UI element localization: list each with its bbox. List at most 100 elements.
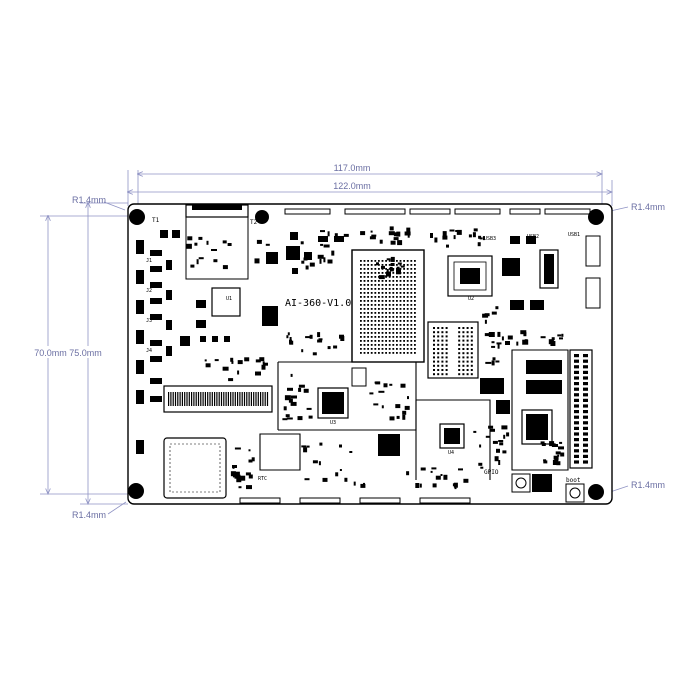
pcb-pad xyxy=(379,239,383,244)
pcb-pad xyxy=(360,308,362,310)
pcb-pad xyxy=(186,392,188,406)
pcb-pad xyxy=(470,369,473,371)
pcb-pad xyxy=(466,331,469,334)
pcb-pad xyxy=(374,328,377,330)
pcb-pad xyxy=(388,260,391,262)
pcb-pad xyxy=(396,284,398,286)
pcb-pad xyxy=(406,292,409,294)
pcb-pad xyxy=(583,382,588,386)
pcb-pad xyxy=(392,320,395,322)
dim-radius-top-left: R1.4mm xyxy=(72,195,106,205)
pcb-pad xyxy=(406,268,409,270)
soc-bga-grid xyxy=(360,260,416,354)
pcb-pad xyxy=(478,462,483,466)
pcb-pad xyxy=(574,382,579,386)
pcb-pad xyxy=(445,373,448,376)
pcb-pad xyxy=(414,304,416,306)
pcb-pad xyxy=(403,320,405,322)
pcb-pad xyxy=(399,260,402,262)
pcb-pad xyxy=(406,308,409,310)
pcb-pad xyxy=(458,331,461,334)
pcb-pad xyxy=(559,441,563,444)
pcb-pad xyxy=(396,340,398,342)
pcb-pad xyxy=(388,231,395,236)
pcb-pad xyxy=(367,320,369,322)
pcb-pad xyxy=(381,280,384,282)
pcb-pad xyxy=(437,331,440,334)
pcb-pad xyxy=(441,343,444,346)
pcb-pad xyxy=(400,383,406,388)
pcb-pad xyxy=(196,259,199,265)
pcb-pad xyxy=(392,340,395,342)
pcb-pad xyxy=(312,352,317,356)
pcb-pad xyxy=(392,336,395,338)
pcb-pad xyxy=(344,477,348,482)
pcb-pad xyxy=(381,284,384,286)
pcb-pad xyxy=(406,312,409,314)
pcb-pad xyxy=(441,327,444,329)
pcb-pad xyxy=(374,352,377,354)
pcb-pad xyxy=(388,292,391,294)
label-rtc: RTC xyxy=(258,476,267,482)
pcb-pad xyxy=(392,348,395,350)
pcb-pad xyxy=(322,477,328,482)
pcb-pad xyxy=(378,272,380,274)
pcb-pad xyxy=(414,296,416,298)
pcb-pad xyxy=(458,352,461,355)
pcb-pad xyxy=(479,444,482,448)
pcb-pad xyxy=(370,332,373,334)
pcb-pad xyxy=(367,324,369,326)
pcb-pad xyxy=(360,304,362,306)
pcb-pad xyxy=(397,240,403,246)
pcb-pad xyxy=(381,300,384,302)
pcb-pad xyxy=(370,268,373,270)
pcb-pad xyxy=(399,284,402,286)
pcb-pad xyxy=(406,348,409,350)
pcb-pad xyxy=(406,284,409,286)
pcb-pad xyxy=(298,387,302,392)
pcb-pad xyxy=(370,276,373,278)
pcb-pad xyxy=(392,300,395,302)
mounting-holes xyxy=(128,209,604,500)
pcb-pad xyxy=(492,440,498,444)
pcb-pad xyxy=(445,348,448,350)
pcb-pad xyxy=(369,236,376,240)
mid-left-chips xyxy=(180,232,344,346)
pcb-pad xyxy=(234,474,241,479)
pcb-pad xyxy=(381,348,384,350)
pcb-pad xyxy=(433,364,435,367)
pcb-pad xyxy=(414,320,416,322)
pcb-pad xyxy=(255,359,261,363)
pcb-pad xyxy=(396,266,400,272)
pcb-pad xyxy=(399,348,402,350)
pcb-pad xyxy=(445,339,448,342)
mount-hole-top-mid xyxy=(255,210,269,224)
pcb-pad xyxy=(291,395,297,399)
pcb-pad xyxy=(190,264,195,268)
pcb-pad xyxy=(583,376,588,380)
pcb-pad xyxy=(390,240,396,245)
pcb-pad xyxy=(378,340,380,342)
pcb-pad xyxy=(317,339,323,343)
pcb-pad xyxy=(363,344,366,346)
pcb-pad xyxy=(462,352,465,355)
pcb-pad xyxy=(385,300,387,302)
pcb-pad xyxy=(458,369,461,371)
pcb-pad xyxy=(205,363,211,368)
mount-hole-bottom-left xyxy=(128,483,144,499)
pcb-pad xyxy=(370,264,373,266)
pcb-pad xyxy=(415,483,420,488)
pcb-pad xyxy=(414,336,416,338)
pcb-pad xyxy=(363,292,366,294)
label-t1: T1 xyxy=(152,217,160,224)
pcb-pad xyxy=(360,284,362,286)
pcb-pad xyxy=(360,483,366,488)
pcb-pad xyxy=(265,243,270,246)
pcb-pad xyxy=(374,340,377,342)
pcb-pad xyxy=(378,268,380,270)
pcb-pad xyxy=(399,336,402,338)
dim-radius-bottom-left: R1.4mm xyxy=(72,510,106,520)
pcb-pad xyxy=(370,328,373,330)
pcb-pad xyxy=(388,304,391,306)
